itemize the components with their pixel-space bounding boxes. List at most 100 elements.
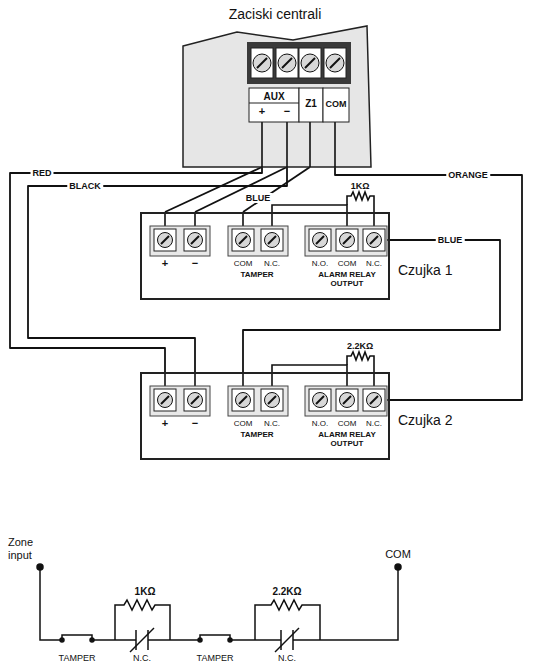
screw-slot bbox=[343, 396, 351, 404]
terminal-label: − bbox=[284, 105, 290, 118]
screw-slot bbox=[268, 236, 276, 244]
terminal-label: COM bbox=[338, 419, 357, 428]
terminal-screw bbox=[265, 233, 280, 248]
screw-slot bbox=[239, 396, 247, 404]
resistor-value: 1KΩ bbox=[351, 181, 370, 191]
terminal-cell bbox=[184, 229, 206, 251]
screw-slot bbox=[268, 396, 276, 404]
control-panel-drawing bbox=[175, 2, 375, 167]
terminal-label: N.O. bbox=[312, 419, 328, 428]
terminal-group bbox=[150, 226, 210, 256]
screw-slot bbox=[370, 236, 378, 244]
terminal-label: COM bbox=[338, 259, 357, 268]
wire-line bbox=[92, 630, 200, 650]
screw-slot bbox=[239, 236, 247, 244]
terminal-cell bbox=[336, 229, 358, 251]
wire bbox=[243, 240, 500, 372]
resistor-symbol bbox=[347, 192, 374, 392]
terminal-cell bbox=[232, 389, 254, 411]
detector-box: Czujka 2+−COMN.C.TAMPERN.O.COMN.C.ALARM … bbox=[140, 372, 390, 460]
zone-schematic bbox=[37, 564, 401, 652]
screw-slot bbox=[305, 58, 315, 68]
terminal-screw bbox=[313, 233, 328, 248]
screw-slot bbox=[343, 236, 351, 244]
contact-label: TAMPER bbox=[59, 653, 96, 663]
terminal-cell bbox=[251, 48, 273, 78]
panel-housing bbox=[183, 26, 371, 167]
terminal-label: N.O. bbox=[312, 259, 328, 268]
terminal-block bbox=[247, 42, 351, 84]
terminal-screw bbox=[158, 233, 173, 248]
terminal-wire bbox=[286, 122, 288, 167]
terminal-label: N.C. bbox=[264, 419, 280, 428]
detector-box: Czujka 1+−COMN.C.TAMPERN.O.COMN.C.ALARM … bbox=[140, 212, 390, 300]
terminal-cell bbox=[261, 389, 283, 411]
control-panel: Zaciski centraliAUX+−Z1COM bbox=[175, 2, 375, 167]
wire-line bbox=[115, 600, 170, 640]
screw-slot bbox=[191, 236, 199, 244]
label-frame bbox=[323, 88, 349, 122]
terminal-screw bbox=[340, 393, 355, 408]
wire bbox=[10, 167, 262, 372]
com-label: COM bbox=[385, 548, 411, 561]
wire-color-label: ORANGE bbox=[446, 170, 490, 180]
screw-slot bbox=[161, 236, 169, 244]
panel-title: Zaciski centrali bbox=[229, 6, 322, 22]
terminal-label: N.C. bbox=[366, 259, 382, 268]
wire-line bbox=[62, 635, 92, 640]
resistor-value: 1KΩ bbox=[135, 586, 156, 598]
terminal-screw bbox=[367, 233, 382, 248]
terminal-screw bbox=[253, 54, 271, 72]
terminal-wire bbox=[334, 122, 336, 167]
terminal-label: + bbox=[162, 417, 168, 430]
detector-name: Czujka 2 bbox=[398, 412, 452, 428]
zone-input-label: Zone input bbox=[8, 536, 50, 561]
group-label: TAMPER bbox=[240, 430, 273, 439]
terminal-label: N.C. bbox=[264, 259, 280, 268]
terminal-screw bbox=[158, 393, 173, 408]
terminal-wire bbox=[309, 122, 311, 167]
wire-color-label: BLUE bbox=[436, 235, 465, 245]
screw-slot bbox=[370, 396, 378, 404]
screw-slot bbox=[316, 236, 324, 244]
terminal-group bbox=[150, 386, 210, 416]
terminal-label: COM bbox=[234, 259, 253, 268]
terminal-label: Z1 bbox=[305, 98, 317, 110]
terminal-cell bbox=[309, 229, 331, 251]
terminal-screw bbox=[188, 233, 203, 248]
screw-slot bbox=[316, 396, 324, 404]
wire-line bbox=[130, 628, 154, 652]
terminal-wire bbox=[261, 122, 263, 167]
group-label: ALARM RELAY OUTPUT bbox=[312, 270, 382, 288]
terminal-screw bbox=[326, 54, 344, 72]
wire-color-label: BLACK bbox=[67, 181, 103, 191]
terminal-label: + bbox=[259, 105, 265, 118]
terminal-cell bbox=[184, 389, 206, 411]
terminal-screw bbox=[236, 393, 251, 408]
screw-slot bbox=[282, 58, 292, 68]
wire bbox=[28, 167, 287, 372]
wire-line bbox=[275, 628, 299, 652]
terminal-group bbox=[228, 226, 288, 256]
screw-slot bbox=[330, 58, 340, 68]
terminal-label: COM bbox=[326, 99, 347, 109]
terminal-cell bbox=[261, 229, 283, 251]
terminal-cell bbox=[154, 229, 176, 251]
terminal-cell bbox=[309, 389, 331, 411]
jumper-wires bbox=[165, 205, 390, 400]
terminal-screw bbox=[313, 393, 328, 408]
wire-line bbox=[230, 567, 398, 650]
label-frame bbox=[249, 88, 299, 122]
terminal-label: COM bbox=[234, 419, 253, 428]
terminal-cell bbox=[324, 48, 346, 78]
terminal-cell bbox=[336, 389, 358, 411]
terminal-screw bbox=[278, 54, 296, 72]
contact-label: TAMPER bbox=[197, 653, 234, 663]
group-label: TAMPER bbox=[240, 270, 273, 279]
terminal-screw bbox=[265, 393, 280, 408]
terminal-label: − bbox=[192, 417, 198, 430]
group-label: ALARM RELAY OUTPUT bbox=[312, 430, 382, 448]
terminal-label: + bbox=[162, 257, 168, 270]
terminal-cell bbox=[363, 389, 385, 411]
